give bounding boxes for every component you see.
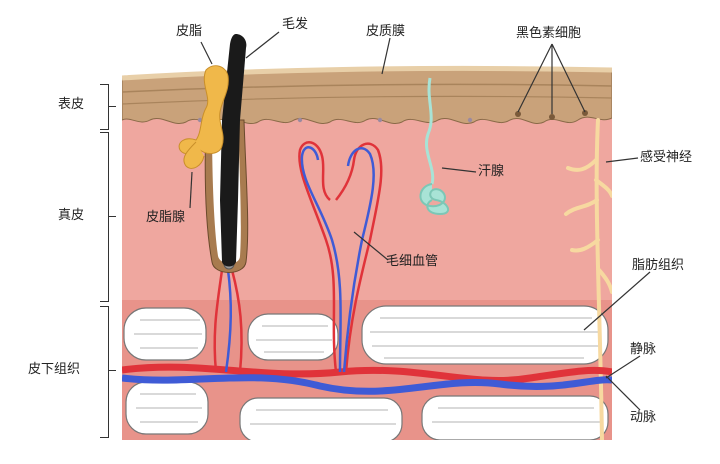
epidermis-bracket-tick <box>108 106 116 108</box>
leader-lines <box>189 31 651 411</box>
subcutis-bracket-tick <box>108 370 116 372</box>
dermis-bracket-tick <box>108 216 116 218</box>
sebaceous-gland <box>183 141 205 169</box>
label-cuticle: 皮质膜 <box>366 24 406 39</box>
label-sebum: 皮脂 <box>176 24 203 39</box>
label-sweat-gland: 汗腺 <box>478 164 505 179</box>
vein-vessel <box>122 374 612 395</box>
epidermis-layer <box>122 67 612 124</box>
label-subcutis: 皮下组织 <box>28 362 81 377</box>
label-dermis: 真皮 <box>58 208 85 223</box>
sweat-gland-coil <box>419 183 450 216</box>
label-melanocyte: 黑色素细胞 <box>516 26 582 41</box>
fat-tissue <box>123 305 609 440</box>
artery-vessel <box>122 363 612 384</box>
cuticle-film <box>122 65 612 81</box>
label-fat-tissue: 脂肪组织 <box>632 258 685 273</box>
sensory-nerve <box>564 118 612 440</box>
melanocyte-cell <box>515 111 521 117</box>
label-vein: 静脉 <box>630 342 657 357</box>
label-artery: 动脉 <box>630 410 657 425</box>
sweat-gland-duct <box>425 77 435 185</box>
label-hair: 毛发 <box>282 17 309 32</box>
label-capillary: 毛细血管 <box>386 254 439 269</box>
melanocyte-cell <box>582 110 588 116</box>
label-sebaceous-gland: 皮脂腺 <box>146 210 186 225</box>
label-sensory-nerve: 感受神经 <box>640 150 693 165</box>
label-epidermis: 表皮 <box>58 97 85 112</box>
subcutis-bracket <box>100 306 109 438</box>
melanocyte-cell <box>549 114 555 120</box>
capillary-network <box>213 141 383 373</box>
